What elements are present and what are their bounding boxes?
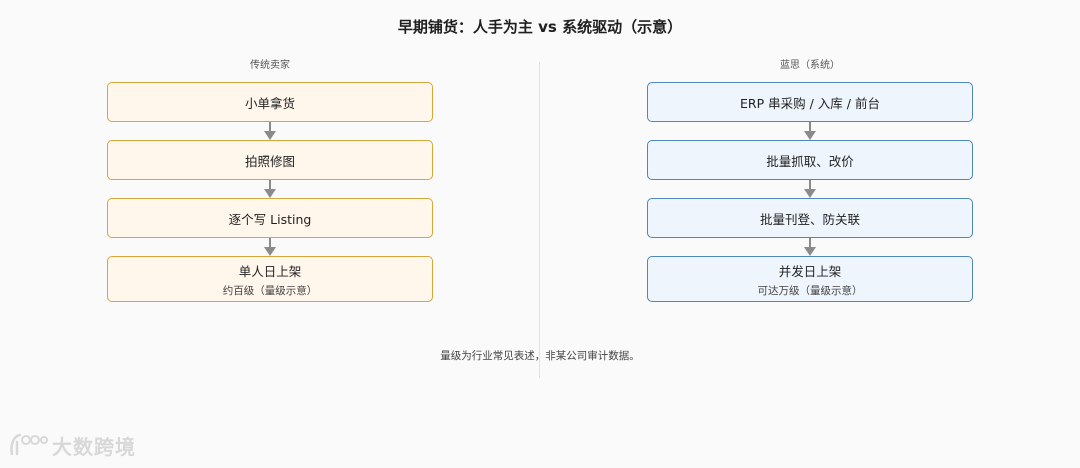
- flow-step-photo-edit: 拍照修图: [107, 140, 433, 180]
- step-label: 单人日上架: [238, 263, 302, 279]
- traditional-flow: 小单拿货 拍照修图 逐个写 Listing 单人日上架 约百级（量级示意）: [107, 82, 433, 302]
- flow-arrow: [647, 180, 973, 198]
- lansi-flow: ERP 串采购 / 入库 / 前台 批量抓取、改价 批量刊登、防关联 并发日上架…: [647, 82, 973, 302]
- watermark: 大数跨境: [8, 430, 136, 460]
- column-header-lansi: 蓝思（系统）: [780, 60, 840, 71]
- flow-step-small-batch: 小单拿货: [107, 82, 433, 122]
- step-label: 批量刊登、防关联: [759, 211, 860, 227]
- step-sublabel: 可达万级（量级示意）: [757, 284, 863, 297]
- step-label: 小单拿货: [244, 95, 295, 111]
- flow-step-erp: ERP 串采购 / 入库 / 前台: [647, 82, 973, 122]
- watermark-text: 大数跨境: [52, 434, 136, 459]
- flow-step-concurrent-listing: 并发日上架 可达万级（量级示意）: [647, 256, 973, 302]
- flow-arrow: [107, 238, 433, 256]
- column-divider: [539, 62, 540, 378]
- step-label: 批量抓取、改价: [766, 153, 854, 169]
- step-sublabel: 约百级（量级示意）: [222, 284, 318, 297]
- flow-step-batch-scrape: 批量抓取、改价: [647, 140, 973, 180]
- step-label: 拍照修图: [244, 153, 295, 169]
- flow-step-write-listing: 逐个写 Listing: [107, 198, 433, 238]
- flow-arrow: [647, 122, 973, 140]
- lansi-system-column: 蓝思（系统） ERP 串采购 / 入库 / 前台 批量抓取、改价 批量刊登、防关…: [647, 58, 973, 302]
- footnote: 量级为行业常见表述，非某公司审计数据。: [440, 350, 640, 362]
- brand-logo-icon: [8, 430, 48, 460]
- flow-step-daily-listing: 单人日上架 约百级（量级示意）: [107, 256, 433, 302]
- flow-arrow: [647, 238, 973, 256]
- flow-arrow: [107, 122, 433, 140]
- step-label: ERP 串采购 / 入库 / 前台: [740, 95, 880, 111]
- step-label: 并发日上架: [778, 263, 842, 279]
- column-header-traditional: 传统卖家: [250, 60, 290, 71]
- diagram-title: 早期铺货：人手为主 vs 系统驱动（示意）: [397, 18, 683, 36]
- traditional-seller-column: 传统卖家 小单拿货 拍照修图 逐个写 Listing 单人日上架 约百级（量级示…: [107, 58, 433, 302]
- flow-arrow: [107, 180, 433, 198]
- step-label: 逐个写 Listing: [228, 211, 312, 227]
- flow-step-batch-publish: 批量刊登、防关联: [647, 198, 973, 238]
